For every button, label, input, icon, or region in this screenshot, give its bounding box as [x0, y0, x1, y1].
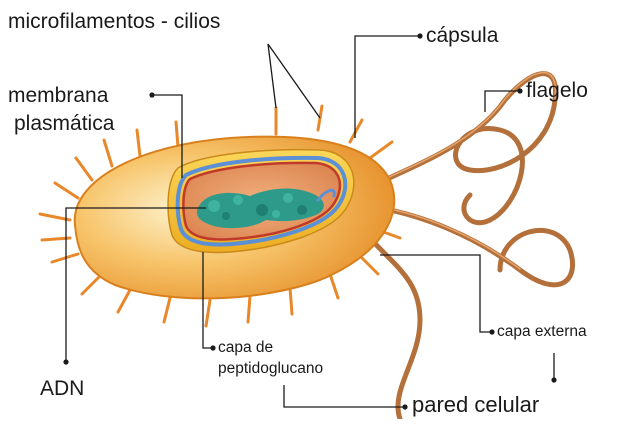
label-adn: ADN	[40, 377, 84, 400]
label-pared-celular: pared celular	[412, 393, 539, 417]
label-capa-de: capa de	[218, 339, 273, 356]
label-microfilamentos: microfilamentos - cilios	[8, 10, 220, 33]
label-flagelo: flagelo	[526, 79, 588, 102]
flagellum	[350, 74, 573, 419]
label-membrana: membrana	[8, 84, 108, 107]
label-plasmatica: plasmática	[14, 112, 114, 135]
label-peptidoglucano: peptidoglucano	[218, 360, 323, 377]
label-capa-externa: capa externa	[497, 323, 587, 340]
label-capsula: cápsula	[426, 24, 498, 47]
